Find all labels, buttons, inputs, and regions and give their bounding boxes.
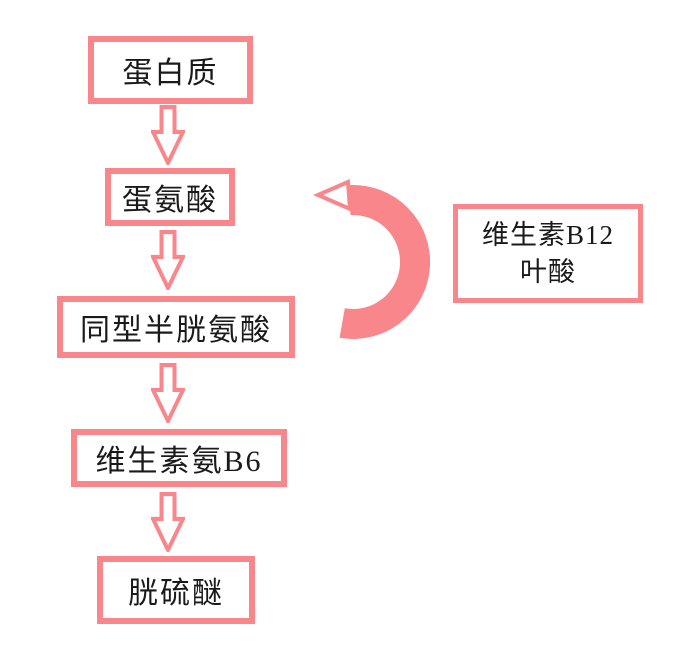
node-vitamin-b6-label: 维生素氨B6 [95,445,263,478]
down-arrow-icon [151,105,185,165]
down-arrow-icon [151,363,185,423]
down-arrow-shape [151,230,185,290]
node-protein-label: 蛋白质 [122,57,219,90]
node-cystathionine-label: 胱硫醚 [128,577,224,610]
down-arrow-icon [151,230,185,290]
down-arrow-shape [151,492,185,552]
down-arrow-shape [151,105,185,165]
node-protein: 蛋白质 [88,36,253,104]
node-methionine-label: 蛋氨酸 [122,184,218,217]
cycle-arrow-head [312,179,353,213]
down-arrow-shape [151,363,185,423]
node-vitamin-b12-folate: 维生素B12 叶酸 [453,204,643,303]
down-arrow-icon [151,492,185,552]
node-folate-label: 叶酸 [520,256,576,287]
node-cystathionine: 胱硫醚 [97,556,255,624]
cycle-arrow-icon [312,179,431,339]
node-methionine: 蛋氨酸 [105,168,235,226]
node-vitamin-b6: 维生素氨B6 [71,429,287,487]
node-homocysteine: 同型半胱氨酸 [57,296,295,358]
node-homocysteine-label: 同型半胱氨酸 [80,314,272,347]
cycle-arrow-band [339,184,431,339]
node-vitamin-b12-label: 维生素B12 [481,219,614,250]
